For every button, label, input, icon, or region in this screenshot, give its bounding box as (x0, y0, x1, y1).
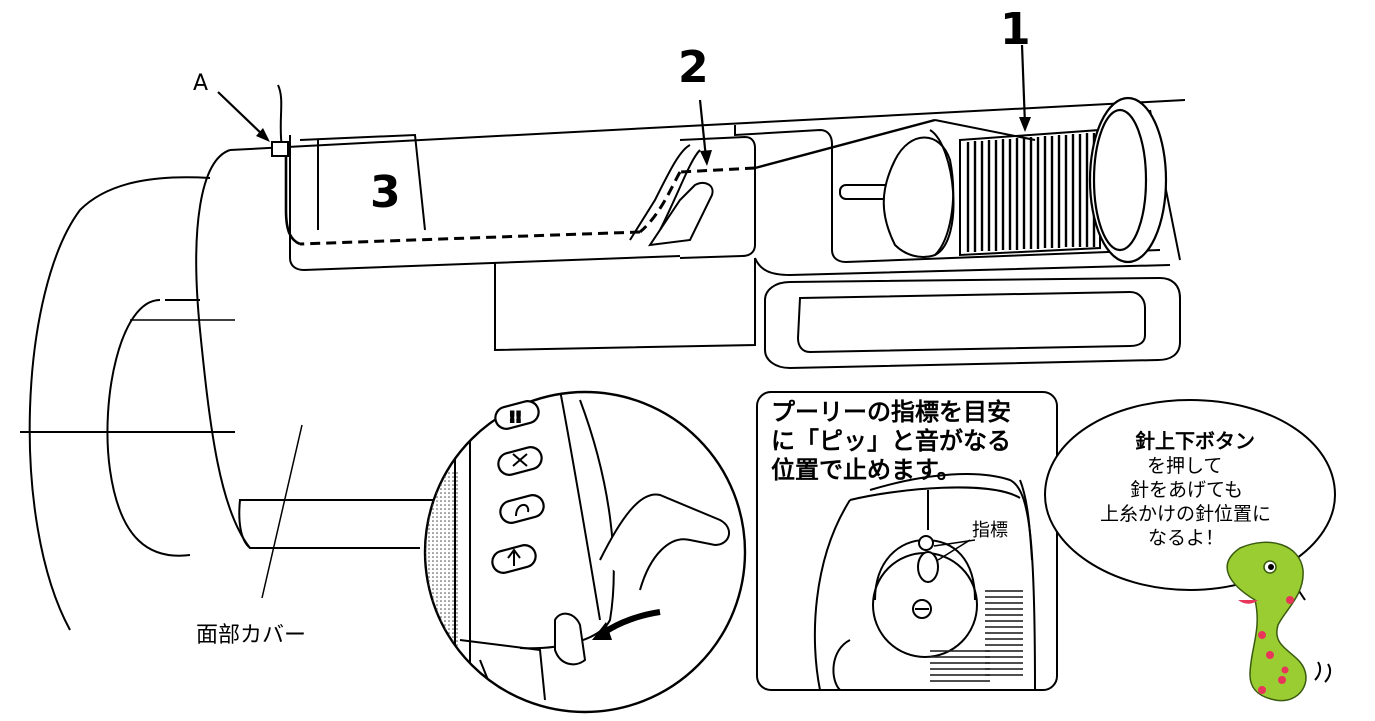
leader-2 (698, 99, 708, 159)
bubble-title: 針上下ボタン (1135, 429, 1255, 453)
control-buttons (491, 400, 545, 574)
thread-path (277, 84, 1036, 246)
svg-text:!!: !! (509, 410, 522, 426)
bubble-line-4: なるよ！ (1148, 527, 1224, 549)
callout-1: 1 (1000, 4, 1031, 55)
marker-label: 指標 (972, 520, 1008, 541)
pulley-instruction-line-3: 位置で止めます。 (771, 456, 961, 484)
arrow-a (217, 91, 267, 139)
pulley-instruction-line-2: に「ピッ」と音がなる (771, 427, 1011, 455)
spool-thread (966, 133, 1096, 252)
spool-flange (1088, 96, 1168, 264)
callout-2: 2 (678, 42, 709, 93)
zoom-circle: !! (423, 390, 747, 714)
pulley-instruction-line-1: プーリーの指標を目安 (771, 398, 1011, 426)
mascot-caterpillar (1226, 541, 1332, 702)
bubble-line-3: 上糸かけの針位置に (1100, 503, 1271, 525)
callout-3: 3 (370, 167, 401, 218)
thread-guide-hook (271, 141, 289, 157)
bubble-line-2: 針をあげても (1130, 479, 1243, 501)
bubble-line-1: を押して (1147, 455, 1222, 477)
leader-1 (1020, 44, 1027, 126)
arrow-4 (603, 609, 661, 635)
button-icons: !! (507, 409, 530, 566)
label-a: A (193, 71, 208, 96)
face-cover-label: 面部カバー (196, 623, 306, 648)
pulley-detail-box (756, 391, 1058, 691)
